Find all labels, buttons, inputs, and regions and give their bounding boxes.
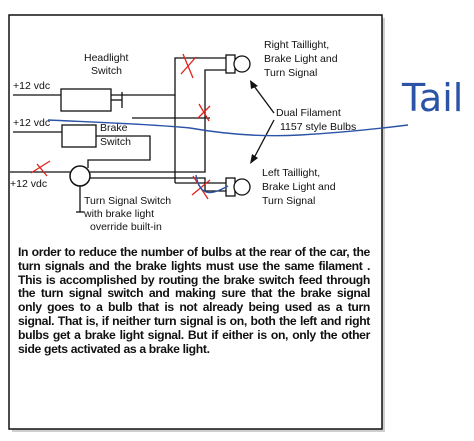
dual-filament-label-1: Dual Filament (276, 107, 341, 119)
right-taillight-label-2: Brake Light and (264, 53, 338, 65)
turn-signal-switch (69, 165, 91, 213)
supply-label-turn: +12 vdc (10, 178, 47, 190)
explanation-text: In order to reduce the number of bulbs a… (18, 245, 370, 356)
turn-switch-label-2: with brake light (83, 208, 154, 220)
left-taillight-label-1: Left Taillight, (262, 167, 320, 179)
brake-switch-label-1: Brake (100, 122, 128, 134)
dual-filament-label-2: 1157 style Bulbs (280, 121, 356, 133)
turn-switch-label-3: override built-in (90, 221, 162, 233)
brake-switch (61, 124, 97, 148)
headlight-switch (60, 88, 123, 112)
blue-markup (47, 119, 409, 194)
right-taillight-label-3: Turn Signal (264, 67, 317, 79)
left-taillight-label-2: Brake Light and (262, 181, 336, 193)
right-bulb (225, 54, 251, 74)
turn-switch-label-1: Turn Signal Switch (84, 195, 171, 207)
tail-annotation: Tail (401, 76, 463, 120)
left-taillight-label-3: Turn Signal (262, 195, 315, 207)
right-taillight-label-1: Right Taillight, (264, 39, 329, 51)
supply-label-brake: +12 vdc (13, 117, 50, 129)
diagram-panel (8, 14, 383, 430)
left-bulb (225, 177, 251, 197)
headlight-switch-label-1: Headlight (84, 52, 128, 64)
brake-switch-label-2: Switch (100, 136, 131, 148)
callout-arrows (250, 80, 275, 164)
supply-label-headlight: +12 vdc (13, 80, 50, 92)
headlight-switch-label-2: Switch (91, 65, 122, 77)
